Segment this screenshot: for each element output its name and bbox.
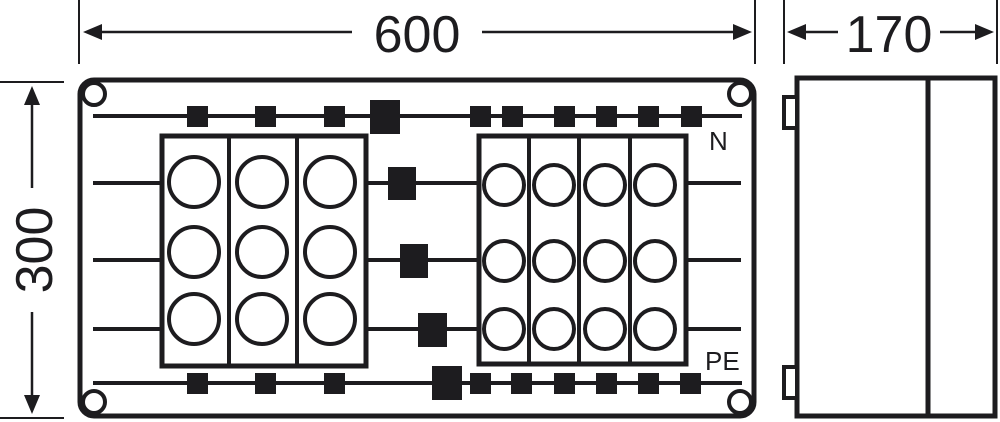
terminal-hole-icon [633, 239, 677, 283]
terminal-hole-icon [235, 225, 289, 279]
phase-lines [93, 167, 741, 347]
arrow-left-icon [787, 24, 806, 40]
corner-screw-icon [727, 81, 753, 107]
terminal-hole-icon [633, 307, 677, 351]
corner-screw-icon [81, 81, 107, 107]
terminal-icon [255, 373, 276, 394]
phase-terminal-icon [418, 313, 447, 347]
terminal-icon [554, 373, 575, 394]
terminal-hole-icon [167, 225, 221, 279]
height-dimension: 300 [0, 81, 64, 419]
terminal-icon [470, 106, 491, 127]
terminal-hole-icon [482, 163, 526, 207]
arrow-up-icon [24, 86, 40, 105]
terminal-icon [680, 373, 701, 394]
terminal-hole-icon [583, 163, 627, 207]
terminal-hole-icon [633, 163, 677, 207]
phase-terminal-icon [388, 167, 416, 200]
arrow-down-icon [24, 395, 40, 414]
terminal-hole-icon [532, 163, 576, 207]
width-dimension: 600 [78, 0, 756, 64]
depth-dimension-label: 170 [846, 6, 933, 64]
left-terminal-block [159, 133, 369, 369]
terminal-hole-icon [303, 155, 357, 209]
depth-dimension: 170 [783, 0, 998, 64]
phase-terminal-icon [400, 244, 428, 278]
terminal-icon [324, 373, 345, 394]
pe-bar-label: PE [705, 346, 740, 376]
terminal-icon [596, 373, 617, 394]
terminal-hole-icon [532, 239, 576, 283]
terminal-icon [638, 373, 659, 394]
neutral-bar: N [93, 100, 742, 156]
terminal-icon [470, 373, 491, 394]
right-terminal-block [476, 133, 689, 367]
terminal-icon [502, 106, 523, 127]
height-dimension-label: 300 [6, 207, 64, 294]
terminal-icon [681, 106, 702, 127]
terminal-hole-icon [167, 292, 221, 346]
corner-screw-icon [727, 389, 753, 415]
large-terminal-icon [432, 366, 462, 400]
hinge-icon [782, 95, 799, 130]
terminal-hole-icon [532, 307, 576, 351]
terminal-icon [638, 106, 659, 127]
terminal-icon [511, 373, 532, 394]
side-view [782, 75, 998, 419]
neutral-bar-label: N [709, 126, 728, 156]
terminal-icon [187, 373, 208, 394]
terminal-hole-icon [583, 239, 627, 283]
hinge-icon [782, 365, 799, 400]
terminal-hole-icon [482, 307, 526, 351]
large-terminal-icon [370, 100, 400, 134]
enclosure-outline [77, 77, 757, 419]
terminal-icon [596, 106, 617, 127]
front-view: N PE [77, 77, 757, 419]
side-outline [794, 75, 998, 419]
terminal-hole-icon [235, 292, 289, 346]
terminal-hole-icon [303, 225, 357, 279]
terminal-hole-icon [235, 155, 289, 209]
width-dimension-label: 600 [374, 6, 461, 64]
terminal-icon [324, 106, 345, 127]
arrow-right-icon [733, 24, 752, 40]
arrow-right-icon [975, 24, 994, 40]
pe-bar: PE [93, 346, 742, 400]
terminal-hole-icon [303, 292, 357, 346]
terminal-icon [554, 106, 575, 127]
corner-screw-icon [81, 389, 107, 415]
arrow-left-icon [83, 24, 102, 40]
terminal-hole-icon [167, 155, 221, 209]
terminal-hole-icon [583, 307, 627, 351]
terminal-hole-icon [482, 239, 526, 283]
terminal-icon [187, 106, 208, 127]
terminal-icon [255, 106, 276, 127]
